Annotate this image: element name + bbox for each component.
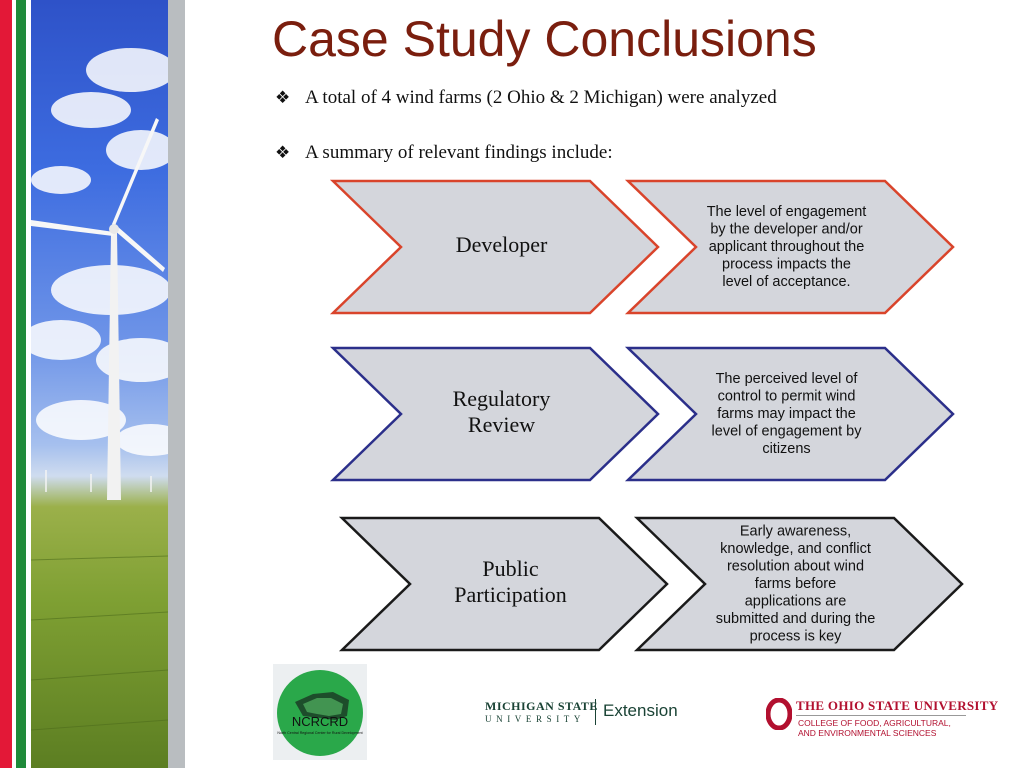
field-rows bbox=[31, 555, 168, 731]
finding-detail: process is key bbox=[750, 628, 843, 644]
osu-logo: THE OHIO STATE UNIVERSITY COLLEGE OF FOO… bbox=[766, 696, 998, 740]
osu-block-o-icon bbox=[766, 698, 792, 730]
osu-college-line2: AND ENVIRONMENTAL SCIENCES bbox=[798, 728, 937, 738]
distant-turbines bbox=[45, 470, 152, 492]
msu-extension-logo: MICHIGAN STATE UNIVERSITY Extension bbox=[485, 697, 685, 727]
clouds bbox=[31, 48, 168, 456]
bullet-item: ❖ A total of 4 wind farms (2 Ohio & 2 Mic… bbox=[275, 87, 777, 109]
main-turbine bbox=[31, 118, 165, 500]
finding-detail: The level of engagement bbox=[707, 204, 867, 220]
finding-detail: farms may impact the bbox=[717, 406, 856, 422]
osu-divider bbox=[796, 715, 966, 716]
msu-extension: Extension bbox=[603, 701, 678, 720]
finding-detail: resolution about wind bbox=[727, 558, 864, 574]
finding-detail: farms before bbox=[755, 576, 836, 592]
diamond-bullet-icon: ❖ bbox=[275, 143, 291, 162]
finding-detail-chevron bbox=[633, 516, 964, 652]
finding-detail: by the developer and/or bbox=[710, 221, 863, 237]
finding-label: Public bbox=[482, 556, 538, 581]
finding-detail: process impacts the bbox=[722, 256, 851, 272]
finding-detail: The perceived level of bbox=[716, 371, 859, 387]
wind-turbine-illustration bbox=[31, 48, 168, 731]
red-stripe bbox=[0, 0, 12, 768]
finding-label: Review bbox=[468, 412, 535, 437]
white-stripe-2 bbox=[26, 0, 31, 768]
finding-label-chevron bbox=[329, 179, 660, 315]
finding-detail: knowledge, and conflict bbox=[720, 541, 871, 557]
finding-label-chevron bbox=[338, 516, 669, 652]
gray-stripe bbox=[168, 0, 185, 768]
bullet-text: A total of 4 wind farms (2 Ohio & 2 Mich… bbox=[305, 87, 777, 108]
slide-title: Case Study Conclusions bbox=[272, 11, 817, 67]
finding-detail: citizens bbox=[762, 441, 810, 457]
msu-divider bbox=[595, 699, 596, 725]
finding-detail: applications are bbox=[745, 593, 847, 609]
finding-detail: control to permit wind bbox=[718, 388, 856, 404]
bullet-text: A summary of relevant findings include: bbox=[305, 142, 613, 163]
finding-detail-chevron bbox=[624, 346, 955, 482]
ncrcrd-name: NCRCRD bbox=[292, 714, 348, 729]
finding-detail-chevron bbox=[624, 179, 955, 315]
finding-label-chevron bbox=[329, 346, 660, 482]
finding-detail: applicant throughout the bbox=[709, 239, 865, 255]
diamond-bullet-icon: ❖ bbox=[275, 88, 291, 107]
osu-college-line1: COLLEGE OF FOOD, AGRICULTURAL, bbox=[798, 718, 951, 728]
finding-detail: Early awareness, bbox=[740, 523, 851, 539]
finding-label: Participation bbox=[454, 582, 566, 607]
msu-name: MICHIGAN STATE bbox=[485, 699, 598, 713]
finding-label: Developer bbox=[456, 232, 548, 257]
finding-detail: level of acceptance. bbox=[722, 274, 850, 290]
ncrcrd-subtitle: North Central Regional Center for Rural … bbox=[277, 731, 362, 735]
wind-turbine-photo bbox=[31, 0, 168, 768]
finding-detail: level of engagement by bbox=[712, 423, 863, 439]
green-stripe bbox=[16, 0, 26, 768]
white-stripe bbox=[12, 0, 16, 768]
ncrcrd-logo: NCRCRD North Central Regional Center for… bbox=[273, 664, 367, 760]
msu-university: UNIVERSITY bbox=[485, 714, 585, 724]
osu-name: THE OHIO STATE UNIVERSITY bbox=[796, 698, 999, 713]
finding-detail: submitted and during the bbox=[716, 611, 876, 627]
finding-label: Regulatory bbox=[453, 386, 551, 411]
ncrcrd-emblem: NCRCRD North Central Regional Center for… bbox=[277, 670, 363, 756]
bullet-item: ❖ A summary of relevant findings include: bbox=[275, 142, 613, 164]
